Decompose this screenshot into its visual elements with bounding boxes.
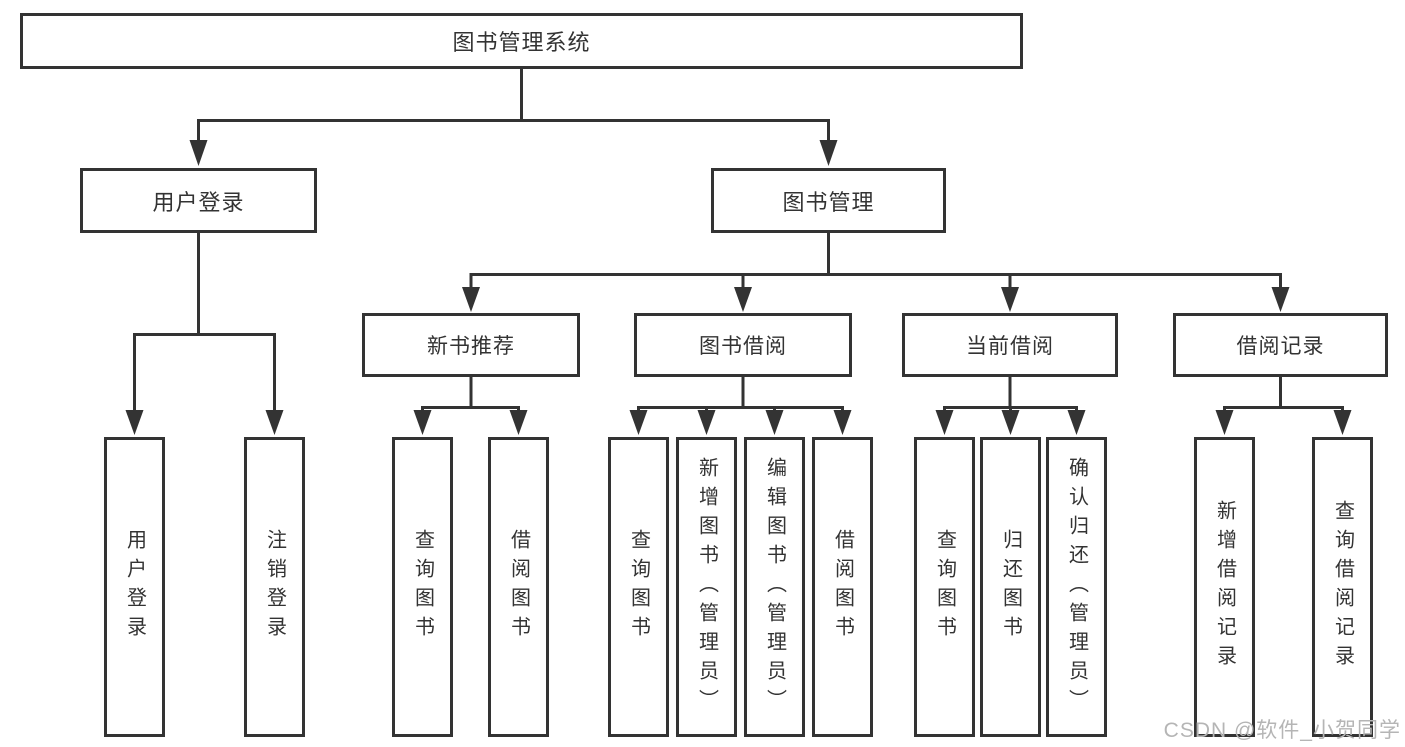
leaf-label: 新增图书（管理员） [695, 456, 718, 718]
leaf-confirm-return-admin: 确认归还（管理员） [1046, 437, 1107, 737]
node-user-login: 用户登录 [80, 168, 317, 233]
leaf-label: 查询借阅记录 [1331, 500, 1354, 674]
leaf-borrow-books: 借阅图书 [812, 437, 873, 737]
leaf-query-books-current: 查询图书 [914, 437, 975, 737]
leaf-return-books: 归还图书 [980, 437, 1041, 737]
node-book-borrowing: 图书借阅 [634, 313, 852, 377]
arrow-down-icon [125, 410, 144, 435]
connector-borrow-records-to-leaves [1215, 377, 1352, 435]
arrow-down-icon [1333, 410, 1352, 435]
arrow-down-icon [1067, 410, 1086, 435]
arrow-down-icon [1271, 287, 1290, 312]
node-book-management: 图书管理 [711, 168, 946, 233]
connector-new-book-to-leaves [413, 377, 528, 435]
arrow-down-icon [734, 287, 752, 312]
connector-user-login-to-leaves [125, 233, 284, 435]
connector-book-mgmt-to-level3 [462, 233, 1290, 312]
arrow-down-icon [935, 410, 954, 435]
leaf-label: 借阅图书 [831, 529, 854, 645]
arrow-down-icon [629, 410, 648, 435]
leaf-label: 归还图书 [999, 529, 1022, 645]
connector-book-borrow-to-leaves [629, 377, 852, 435]
node-label: 新书推荐 [427, 335, 515, 358]
node-current-borrowing: 当前借阅 [902, 313, 1118, 377]
arrow-down-icon [1215, 410, 1234, 435]
node-new-book-recommend: 新书推荐 [362, 313, 580, 377]
leaf-add-borrow-record: 新增借阅记录 [1194, 437, 1255, 737]
arrow-down-icon [1001, 287, 1019, 312]
node-label: 图书管理 [782, 189, 875, 215]
node-label: 借阅记录 [1236, 335, 1325, 358]
arrow-down-icon [833, 410, 852, 435]
leaf-label: 用户登录 [123, 529, 146, 645]
node-root-system: 图书管理系统 [20, 13, 1023, 69]
arrow-down-icon [462, 287, 480, 312]
node-label: 图书管理系统 [452, 30, 591, 55]
node-label: 图书借阅 [699, 335, 787, 358]
node-label: 当前借阅 [966, 335, 1054, 358]
leaf-user-login: 用户登录 [104, 437, 165, 737]
leaf-label: 借阅图书 [507, 529, 530, 645]
leaf-query-books-recommend: 查询图书 [392, 437, 453, 737]
leaf-query-borrow-record: 查询借阅记录 [1312, 437, 1373, 737]
arrow-down-icon [189, 140, 208, 166]
leaf-logout: 注销登录 [244, 437, 305, 737]
leaf-label: 查询图书 [933, 529, 956, 645]
leaf-edit-books-admin: 编辑图书（管理员） [744, 437, 805, 737]
node-label: 用户登录 [152, 189, 245, 215]
connector-current-borrow-to-leaves [935, 377, 1086, 435]
leaf-borrow-books-recommend: 借阅图书 [488, 437, 549, 737]
connector-root-to-level2 [189, 69, 838, 166]
leaf-label: 注销登录 [263, 529, 286, 645]
arrow-down-icon [413, 410, 432, 435]
leaf-label: 编辑图书（管理员） [763, 456, 786, 718]
leaf-label: 新增借阅记录 [1213, 500, 1236, 674]
arrow-down-icon [819, 140, 838, 166]
leaf-label: 确认归还（管理员） [1065, 456, 1088, 718]
arrow-down-icon [765, 410, 784, 435]
arrow-down-icon [697, 410, 716, 435]
arrow-down-icon [509, 410, 528, 435]
leaf-label: 查询图书 [627, 529, 650, 645]
leaf-add-books-admin: 新增图书（管理员） [676, 437, 737, 737]
arrow-down-icon [265, 410, 284, 435]
leaf-label: 查询图书 [411, 529, 434, 645]
watermark-text: CSDN @软件_小贺同学 [1163, 719, 1401, 742]
node-borrowing-records: 借阅记录 [1173, 313, 1388, 377]
leaf-query-books-borrow: 查询图书 [608, 437, 669, 737]
arrow-down-icon [1001, 410, 1020, 435]
